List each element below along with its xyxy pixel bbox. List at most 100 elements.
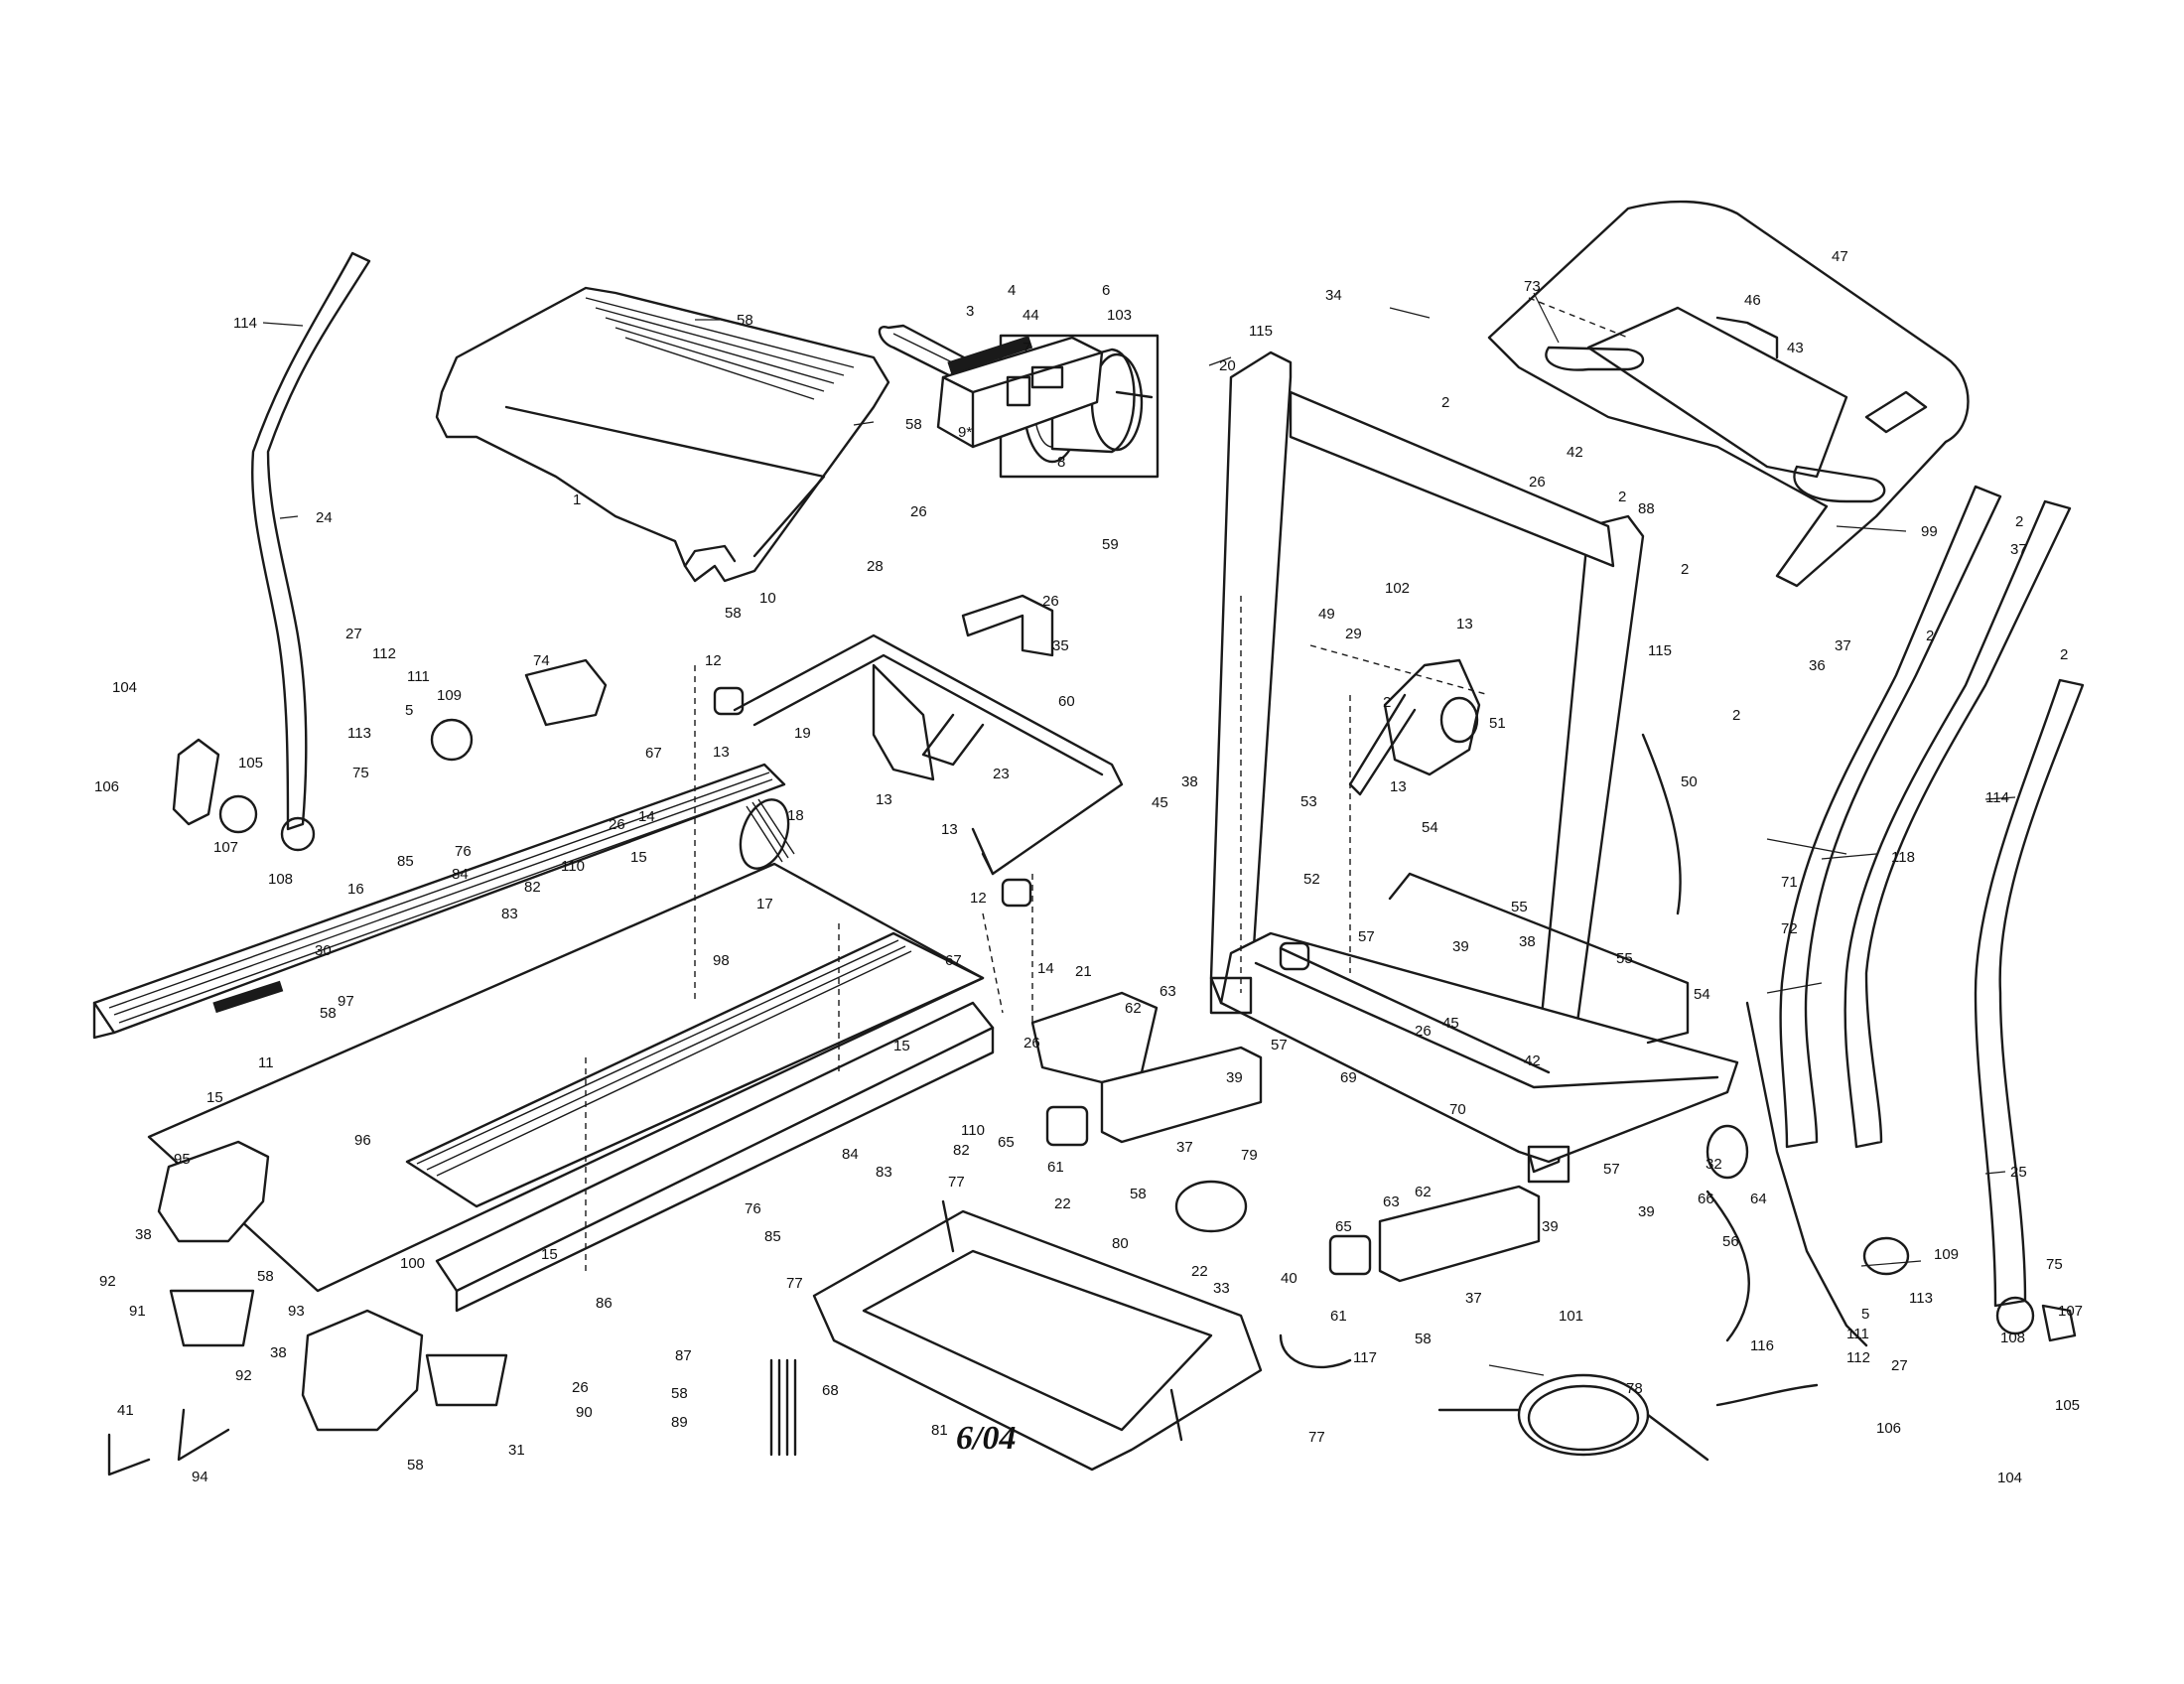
callout-57: 57 bbox=[1603, 1161, 1620, 1178]
callout-74: 74 bbox=[533, 652, 550, 669]
callout-75: 75 bbox=[2046, 1256, 2063, 1273]
callout-83: 83 bbox=[876, 1164, 892, 1181]
callout-97: 97 bbox=[338, 993, 354, 1010]
callout-26: 26 bbox=[609, 816, 625, 833]
callout-92: 92 bbox=[99, 1273, 116, 1290]
callout-88: 88 bbox=[1638, 500, 1655, 517]
incline-motor bbox=[1348, 658, 1481, 796]
cables bbox=[1174, 733, 1819, 1462]
callout-27: 27 bbox=[1891, 1357, 1908, 1374]
callout-5: 5 bbox=[405, 702, 413, 719]
callout-31: 31 bbox=[508, 1442, 525, 1459]
callout-118: 118 bbox=[1891, 849, 1915, 866]
callout-99: 99 bbox=[1921, 523, 1938, 540]
deck-and-frame bbox=[147, 862, 995, 1313]
callout-38: 38 bbox=[1519, 933, 1536, 950]
revision-date: 6/04 bbox=[956, 1420, 1017, 1457]
callout-26: 26 bbox=[1415, 1023, 1432, 1040]
callout-58: 58 bbox=[725, 605, 742, 622]
callout-54: 54 bbox=[1422, 819, 1438, 836]
callout-56: 56 bbox=[1722, 1233, 1739, 1250]
callout-37: 37 bbox=[1176, 1139, 1193, 1156]
callout-113: 113 bbox=[1909, 1290, 1933, 1307]
callout-32: 32 bbox=[1706, 1156, 1722, 1173]
callout-77: 77 bbox=[948, 1174, 965, 1191]
callout-65: 65 bbox=[998, 1134, 1015, 1151]
callout-38: 38 bbox=[1181, 773, 1198, 790]
callout-58: 58 bbox=[737, 312, 753, 329]
callout-53: 53 bbox=[1300, 793, 1317, 810]
callout-24: 24 bbox=[316, 509, 333, 526]
callout-77: 77 bbox=[786, 1275, 803, 1292]
callout-84: 84 bbox=[452, 866, 469, 883]
callout-96: 96 bbox=[354, 1132, 371, 1149]
callout-3: 3 bbox=[966, 303, 974, 320]
callout-13: 13 bbox=[941, 821, 958, 838]
callout-109: 109 bbox=[437, 687, 462, 704]
callout-4: 4 bbox=[1008, 282, 1016, 299]
callout-87: 87 bbox=[675, 1347, 692, 1364]
callout-116: 116 bbox=[1750, 1337, 1774, 1354]
callout-67: 67 bbox=[945, 952, 962, 969]
motor-controller bbox=[936, 336, 1104, 449]
callout-112: 112 bbox=[372, 645, 396, 662]
callout-30: 30 bbox=[315, 942, 332, 959]
callout-45: 45 bbox=[1442, 1015, 1459, 1032]
callout-22: 22 bbox=[1191, 1263, 1208, 1280]
callout-101: 101 bbox=[1559, 1308, 1583, 1325]
callout-2: 2 bbox=[1681, 561, 1689, 578]
callout-36: 36 bbox=[1809, 657, 1826, 674]
callout-42: 42 bbox=[1567, 444, 1583, 461]
callout-115: 115 bbox=[1249, 323, 1273, 340]
callout-82: 82 bbox=[953, 1142, 970, 1159]
callout-108: 108 bbox=[268, 871, 293, 888]
callout-67: 67 bbox=[645, 745, 662, 762]
drive-roller-pulley bbox=[739, 798, 795, 870]
callout-68: 68 bbox=[822, 1382, 839, 1399]
callout-102: 102 bbox=[1385, 580, 1410, 597]
callout-115: 115 bbox=[1648, 642, 1672, 659]
callout-58: 58 bbox=[257, 1268, 274, 1285]
callout-78: 78 bbox=[1626, 1380, 1643, 1397]
callout-25: 25 bbox=[2010, 1164, 2027, 1181]
callout-8: 8 bbox=[1057, 454, 1065, 471]
callout-110: 110 bbox=[561, 858, 585, 875]
left-handrail bbox=[251, 251, 371, 852]
callout-43: 43 bbox=[1787, 340, 1804, 356]
callout-18: 18 bbox=[787, 807, 804, 824]
callout-86: 86 bbox=[596, 1295, 613, 1312]
callout-73: 73 bbox=[1524, 278, 1541, 295]
callout-39: 39 bbox=[1226, 1069, 1243, 1086]
callout-51: 51 bbox=[1489, 715, 1506, 732]
callout-39: 39 bbox=[1452, 938, 1469, 955]
assembly-guide-lines bbox=[585, 297, 1629, 1271]
callout-leaders bbox=[262, 292, 2016, 1376]
callout-60: 60 bbox=[1058, 693, 1075, 710]
callout-69: 69 bbox=[1340, 1069, 1357, 1086]
callout-50: 50 bbox=[1681, 773, 1698, 790]
callout-26: 26 bbox=[1529, 474, 1546, 491]
callout-94: 94 bbox=[192, 1469, 208, 1485]
callout-2: 2 bbox=[1732, 707, 1740, 724]
callout-14: 14 bbox=[1037, 960, 1054, 977]
callout-84: 84 bbox=[842, 1146, 859, 1163]
callout-59: 59 bbox=[1102, 536, 1119, 553]
callout-93: 93 bbox=[288, 1303, 305, 1320]
callout-114: 114 bbox=[1985, 789, 2009, 806]
tie-wraps bbox=[769, 1358, 797, 1457]
callout-23: 23 bbox=[993, 766, 1010, 782]
callout-1: 1 bbox=[573, 491, 581, 508]
callout-104: 104 bbox=[112, 679, 137, 696]
callout-12: 12 bbox=[705, 652, 722, 669]
callout-2: 2 bbox=[1618, 489, 1626, 505]
callout-89: 89 bbox=[671, 1414, 688, 1431]
callout-26: 26 bbox=[572, 1379, 589, 1396]
callout-47: 47 bbox=[1832, 248, 1848, 265]
callout-41: 41 bbox=[117, 1402, 134, 1419]
callout-95: 95 bbox=[174, 1151, 191, 1168]
callout-38: 38 bbox=[270, 1344, 287, 1361]
callout-46: 46 bbox=[1744, 292, 1761, 309]
callout-2: 2 bbox=[2060, 646, 2068, 663]
callout-22: 22 bbox=[1054, 1195, 1071, 1212]
callout-62: 62 bbox=[1415, 1184, 1432, 1200]
